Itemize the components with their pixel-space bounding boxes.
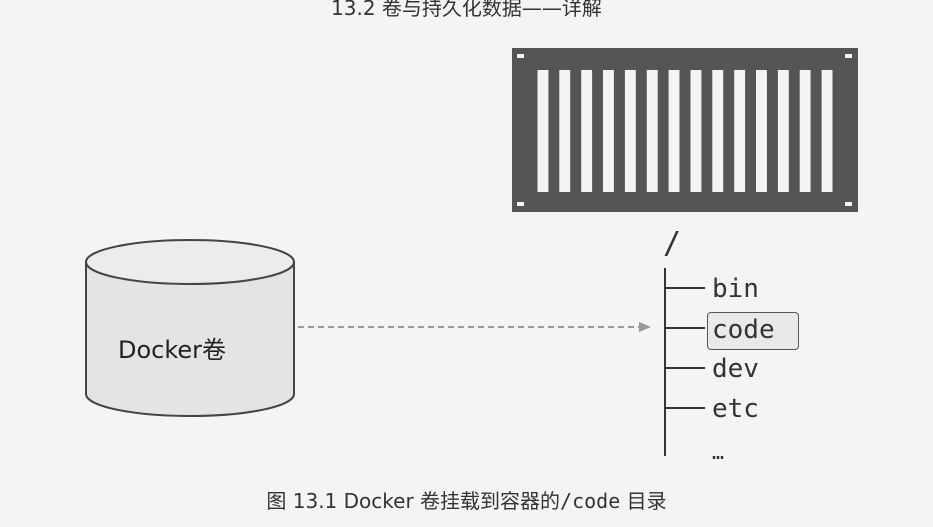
container-corner-bl [517,202,524,206]
tree-item-dev: dev [712,354,759,384]
container-icon [512,48,858,212]
tree-item-etc: etc [712,394,759,424]
caption-path: /code [560,489,621,513]
caption-suffix: 目录 [620,489,667,513]
container-corner-br [845,202,852,206]
container-slat [559,70,571,192]
cylinder-body [85,262,295,417]
container-slat [712,70,724,192]
volume-label: Docker卷 [118,336,227,364]
container-slat [734,70,746,192]
container-slat [624,70,636,192]
container-slat [581,70,593,192]
tree-root: / [663,226,682,261]
container-slat [821,70,833,192]
container-slat [668,70,680,192]
tree-item-bin: bin [712,274,759,304]
container-slat [537,70,549,192]
caption-prefix: 图 13.1 Docker 卷挂载到容器的 [266,489,561,513]
mount-arrow-head [639,322,651,332]
container-corner-tr [845,54,852,58]
container-slat [603,70,614,192]
container-slat [646,70,658,192]
mount-arrow [298,322,651,332]
directory-tree-lines [664,268,705,456]
figure-caption: 图 13.1 Docker 卷挂载到容器的/code 目录 [0,485,933,514]
code-highlight-box [707,312,799,350]
tree-item-code: code [712,315,775,345]
container-corner-tl [517,54,524,58]
container-slat [690,70,702,192]
container-slat [756,70,767,192]
container-slat [799,70,811,192]
tree-more: … [712,440,725,464]
cylinder-top [85,239,295,285]
running-header: 13.2 卷与持久化数据——详解 [331,0,602,20]
docker-volume-cylinder [85,239,295,417]
container-slat [777,70,789,192]
